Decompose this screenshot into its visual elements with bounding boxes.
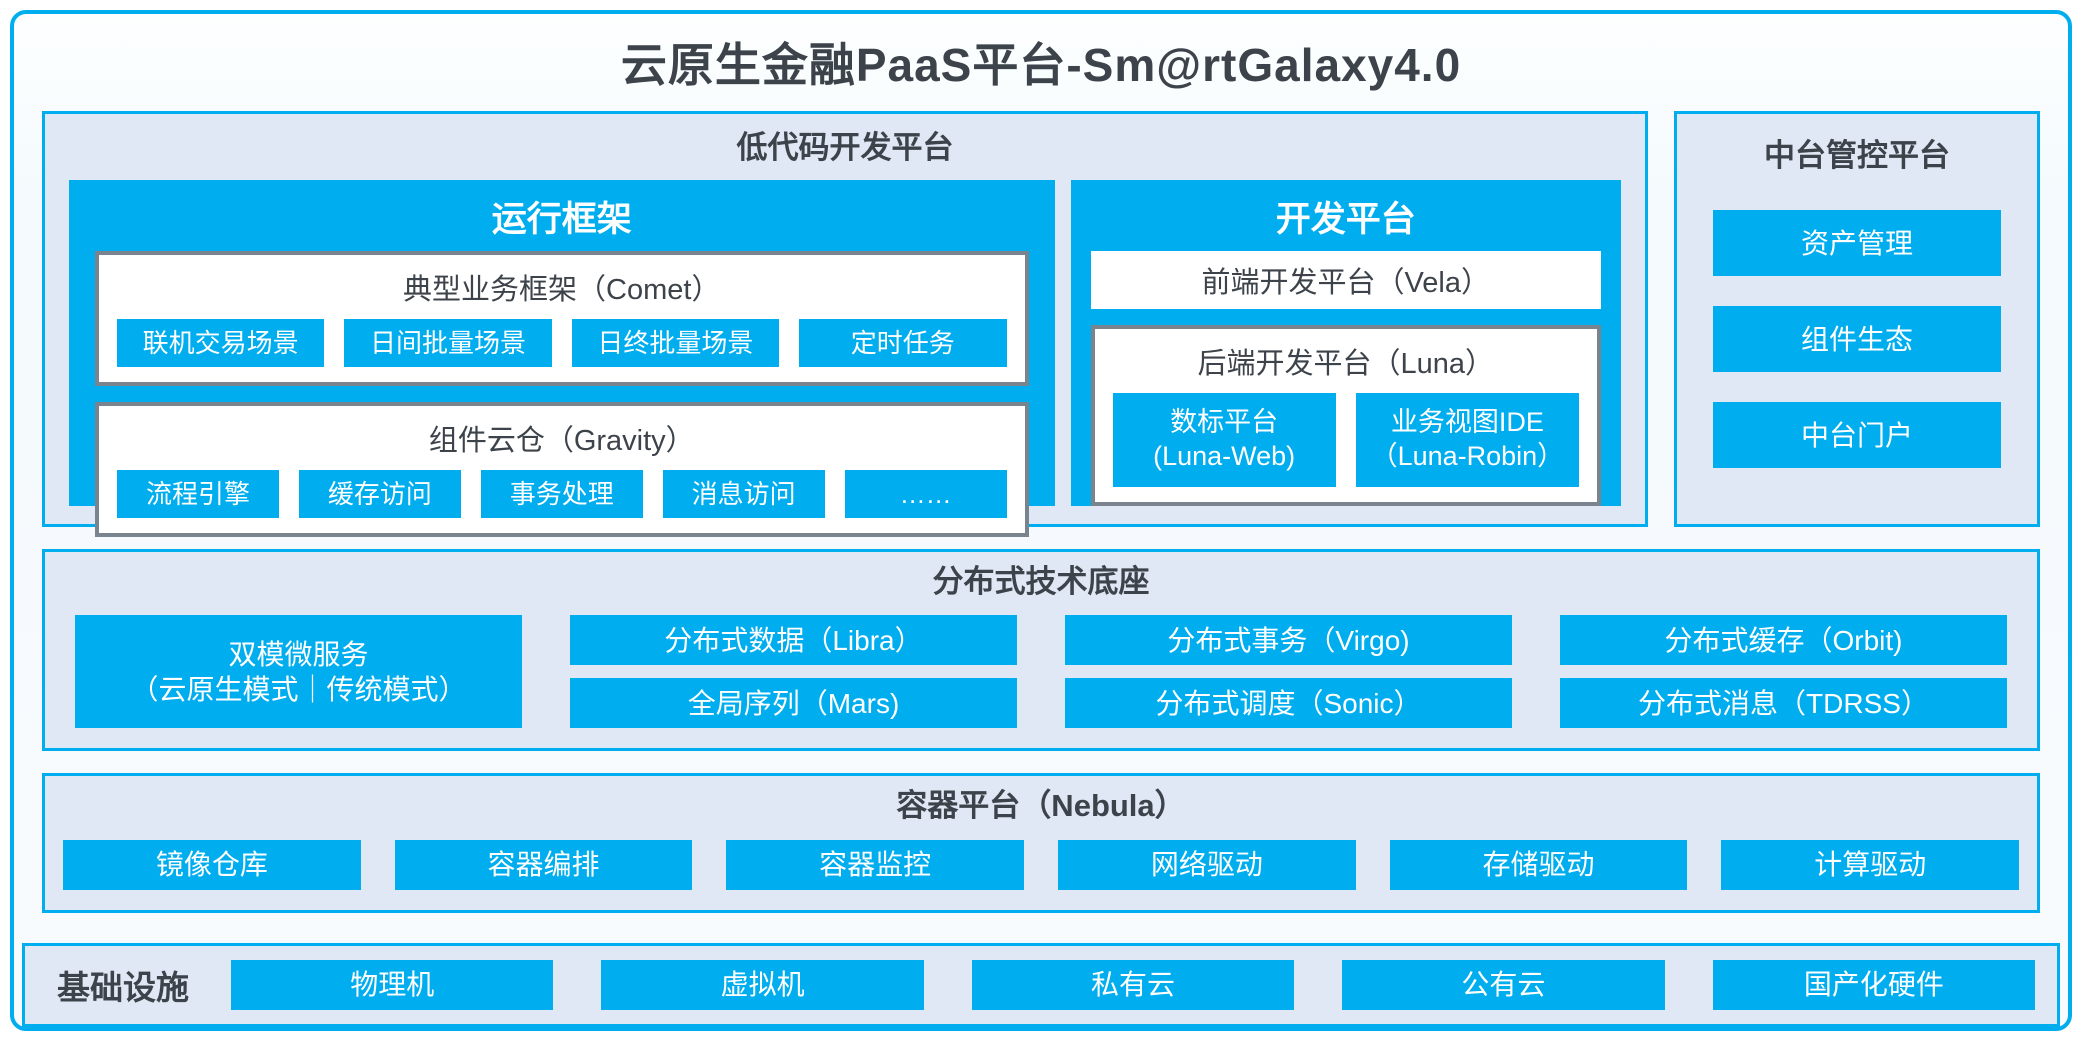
chip-daytime-batch-scene: 日间批量场景	[344, 319, 552, 368]
dev-platform-panel: 开发平台 前端开发平台（Vela） 后端开发平台（Luna） 数标平台 (Lun…	[1070, 180, 1621, 507]
chip-luna-robin-line1: 业务视图IDE	[1390, 407, 1544, 438]
chip-distributed-transaction-virgo: 分布式事务（Virgo)	[1065, 615, 1512, 666]
chip-eod-batch-scene: 日终批量场景	[571, 319, 780, 368]
gravity-warehouse-box: 组件云仓（Gravity） 流程引擎 缓存访问 事务处理 消息访问 ……	[95, 402, 1029, 538]
chip-asset-management: 资产管理	[1713, 210, 2001, 277]
chip-component-ecosystem: 组件生态	[1713, 306, 2001, 373]
lowcode-body: 运行框架 典型业务框架（Comet） 联机交易场景 日间批量场景 日终批量场景 …	[69, 180, 1621, 538]
lowcode-platform-title: 低代码开发平台	[736, 130, 954, 166]
luna-backend-box: 后端开发平台（Luna） 数标平台 (Luna-Web) 业务视图IDE （Lu…	[1090, 325, 1601, 507]
chip-network-driver: 网络驱动	[1058, 839, 1356, 890]
chip-message-access: 消息访问	[662, 470, 825, 519]
gravity-chip-row: 流程引擎 缓存访问 事务处理 消息访问 ……	[117, 470, 1007, 519]
luna-chip-row: 数标平台 (Luna-Web) 业务视图IDE （Luna-Robin）	[1112, 393, 1580, 488]
top-row: 低代码开发平台 运行框架 典型业务框架（Comet） 联机交易场景 日间批量场景…	[42, 111, 2040, 538]
chip-online-trading-scene: 联机交易场景	[117, 319, 325, 368]
chip-dual-mode-line2: （云原生模式｜传统模式）	[130, 673, 467, 705]
diagram-title: 云原生金融PaaS平台-Sm@rtGalaxy4.0	[620, 39, 1462, 91]
chip-transaction-processing: 事务处理	[480, 470, 643, 519]
chip-storage-driver: 存储驱动	[1389, 839, 1688, 890]
diagram-frame: 云原生金融PaaS平台-Sm@rtGalaxy4.0 低代码开发平台 运行框架 …	[10, 10, 2072, 1031]
chip-dual-mode-line1: 双模微服务	[228, 638, 369, 670]
chip-container-orchestration: 容器编排	[394, 839, 693, 890]
infrastructure-chip-row: 物理机 虚拟机 私有云 公有云 国产化硬件	[231, 959, 2036, 1010]
midplatform-chip-column: 资产管理 组件生态 中台门户	[1713, 180, 2001, 498]
chip-container-monitoring: 容器监控	[726, 839, 1025, 890]
chip-compute-driver: 计算驱动	[1721, 839, 2020, 890]
section-distributed-base: 分布式技术底座 双模微服务 （云原生模式｜传统模式） 分布式数据（Libra） …	[42, 549, 2040, 752]
chip-distributed-scheduling-sonic: 分布式调度（Sonic）	[1065, 678, 1512, 729]
chip-physical-machine: 物理机	[231, 959, 554, 1010]
chip-midplatform-portal: 中台门户	[1713, 402, 2001, 469]
luna-backend-title: 后端开发平台（Luna）	[1197, 348, 1495, 381]
container-platform-title: 容器平台（Nebula）	[896, 788, 1186, 824]
midplatform-title: 中台管控平台	[1764, 138, 1950, 174]
chip-luna-web-line1: 数标平台	[1170, 407, 1279, 438]
infrastructure-label: 基础设施	[57, 968, 189, 1006]
chip-private-cloud: 私有云	[971, 959, 1295, 1010]
comet-chip-row: 联机交易场景 日间批量场景 日终批量场景 定时任务	[117, 319, 1007, 368]
runtime-framework-title: 运行框架	[491, 200, 632, 240]
chip-luna-robin-ide: 业务视图IDE （Luna-Robin）	[1355, 393, 1580, 488]
gravity-warehouse-title: 组件云仓（Gravity）	[428, 425, 695, 458]
chip-luna-web-platform: 数标平台 (Luna-Web)	[1112, 393, 1336, 488]
vela-frontend-box: 前端开发平台（Vela）	[1090, 251, 1601, 310]
comet-framework-title: 典型业务框架（Comet）	[403, 274, 721, 307]
chip-distributed-data-libra: 分布式数据（Libra）	[570, 615, 1017, 666]
section-lowcode-platform: 低代码开发平台 运行框架 典型业务框架（Comet） 联机交易场景 日间批量场景…	[42, 111, 1648, 538]
distributed-chip-grid: 双模微服务 （云原生模式｜传统模式） 分布式数据（Libra） 分布式事务（Vi…	[75, 615, 2007, 729]
dev-platform-title: 开发平台	[1275, 200, 1416, 240]
chip-image-registry: 镜像仓库	[63, 839, 361, 890]
chip-luna-web-line2: (Luna-Web)	[1153, 441, 1296, 472]
chip-dual-mode-microservice: 双模微服务 （云原生模式｜传统模式）	[75, 615, 522, 729]
section-midplatform-control: 中台管控平台 资产管理 组件生态 中台门户	[1674, 111, 2040, 528]
section-container-platform: 容器平台（Nebula） 镜像仓库 容器编排 容器监控 网络驱动 存储驱动 计算…	[42, 773, 2040, 913]
chip-scheduled-task: 定时任务	[799, 319, 1007, 368]
chip-distributed-cache-orbit: 分布式缓存（Orbit)	[1560, 615, 2007, 666]
chip-process-engine: 流程引擎	[117, 470, 279, 519]
runtime-framework-panel: 运行框架 典型业务框架（Comet） 联机交易场景 日间批量场景 日终批量场景 …	[69, 180, 1055, 538]
chip-domestic-hardware: 国产化硬件	[1712, 959, 2036, 1010]
chip-luna-robin-line2: （Luna-Robin）	[1370, 441, 1565, 472]
distributed-base-title: 分布式技术底座	[932, 564, 1150, 600]
chip-public-cloud: 公有云	[1342, 959, 1665, 1010]
container-chip-row: 镜像仓库 容器编排 容器监控 网络驱动 存储驱动 计算驱动	[63, 839, 2020, 890]
chip-ellipsis-more: ……	[844, 470, 1007, 519]
section-infrastructure: 基础设施 物理机 虚拟机 私有云 公有云 国产化硬件	[22, 942, 2060, 1027]
chip-cache-access: 缓存访问	[298, 470, 461, 519]
chip-distributed-message-tdrss: 分布式消息（TDRSS）	[1560, 678, 2007, 729]
chip-virtual-machine: 虚拟机	[601, 959, 924, 1010]
chip-global-sequence-mars: 全局序列（Mars)	[570, 678, 1017, 729]
comet-framework-box: 典型业务框架（Comet） 联机交易场景 日间批量场景 日终批量场景 定时任务	[95, 251, 1029, 387]
